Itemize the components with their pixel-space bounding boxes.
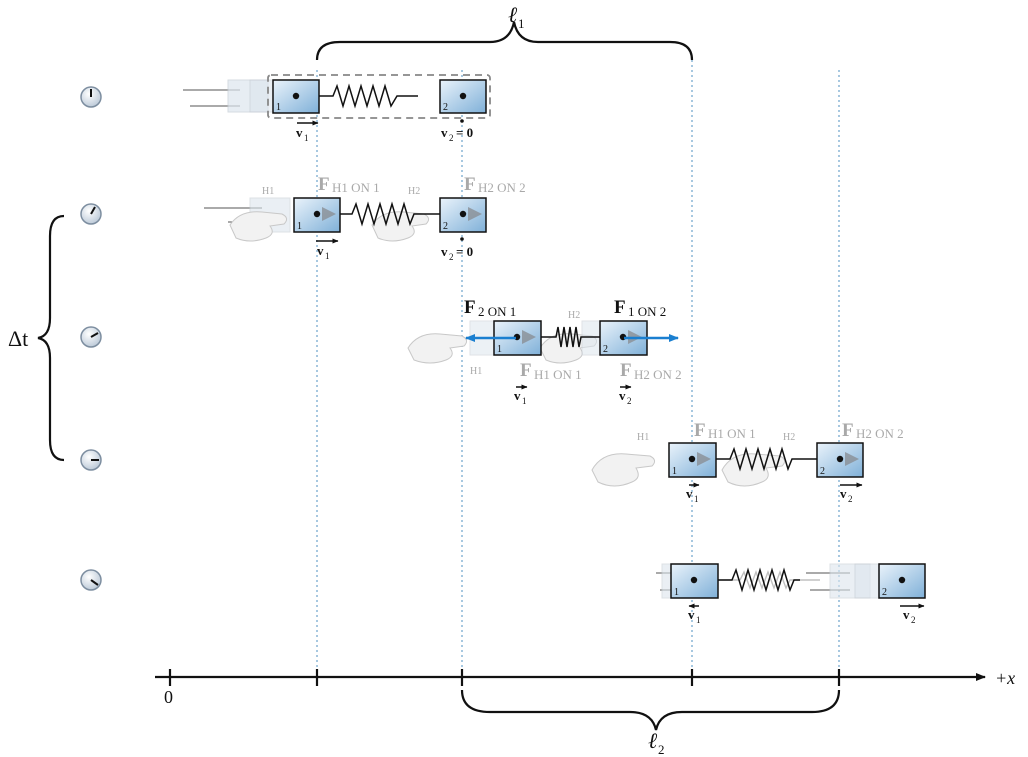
velocity-2-subscript: 2: [449, 252, 454, 262]
velocity-2-label: v: [840, 486, 847, 501]
cart-2: 2: [439, 79, 487, 114]
clocks: [80, 86, 102, 591]
force-h1-letter: F: [694, 420, 706, 441]
hand-icon: [229, 211, 288, 242]
force-h1-letter: F: [520, 360, 532, 381]
velocity-2-label: v: [903, 607, 910, 622]
force-h2-subscript: H2 ON 2: [856, 426, 904, 441]
force-2-on-1-letter: F: [464, 297, 476, 318]
force-h2-subscript: H2 ON 2: [478, 180, 526, 195]
cart-1-number: 1: [674, 587, 679, 598]
length-2-subscript: 2: [658, 742, 665, 757]
length-1-label: ℓ: [508, 2, 518, 27]
axis-origin-label: 0: [164, 687, 173, 707]
hand-icon: [407, 333, 468, 364]
clock-icon: [80, 449, 102, 471]
guide-lines: [316, 60, 840, 672]
spring: [319, 83, 418, 109]
spring: [716, 446, 817, 472]
clock-icon: [80, 86, 102, 108]
velocity-1-label: v: [296, 125, 303, 140]
cart-2-number: 2: [443, 102, 448, 113]
cart-1-number: 1: [672, 466, 677, 477]
force-h2-subscript: H2 ON 2: [634, 367, 682, 382]
clock-icon: [80, 203, 102, 225]
length-1-brace: ℓ 1: [315, 2, 694, 61]
force-h1-subscript: H1 ON 1: [332, 180, 380, 195]
length-2-brace: ℓ 2: [460, 689, 841, 757]
hand-icon: [721, 453, 786, 487]
velocity-1-subscript: 1: [696, 615, 701, 625]
row-4: H1 H2 1 2 F H1 ON 1 F H2 ON 2 v 1 v 2: [591, 420, 904, 504]
velocity-2-subscript: 2: [848, 494, 853, 504]
hand-1-label: H1: [470, 366, 482, 377]
cart-2-number: 2: [820, 466, 825, 477]
clock-icon: [80, 569, 102, 591]
force-h2-letter: F: [620, 360, 632, 381]
velocity-1-label: v: [688, 607, 695, 622]
cart-2: 2: [878, 563, 926, 599]
velocity-1-label: v: [686, 486, 693, 501]
force-1-on-2-letter: F: [614, 297, 626, 318]
row-1: 1 2 v 1 v 2 = 0: [183, 74, 491, 143]
cart-2-number: 2: [882, 587, 887, 598]
cart-2-number: 2: [603, 344, 608, 355]
force-h1-subscript: H1 ON 1: [534, 367, 582, 382]
cart-1: 1: [293, 197, 341, 233]
cart-1-number: 1: [297, 221, 302, 232]
force-h2-letter: F: [842, 420, 854, 441]
hand-2-label: H2: [408, 186, 420, 197]
velocity-1-subscript: 1: [694, 494, 699, 504]
velocity-1-label: v: [317, 243, 324, 258]
force-h1-letter: F: [318, 174, 330, 195]
row-3: H1 H2 1 2 F 2 ON 1 F 1 ON 2 F H1 ON 1 F …: [407, 297, 682, 406]
force-1-on-2-subscript: 1 ON 2: [628, 304, 666, 319]
cart-2-number: 2: [443, 221, 448, 232]
velocity-1-subscript: 1: [304, 133, 309, 143]
cart-1: 1: [670, 563, 719, 599]
row-2: H1 H2 1 2 F H1 ON 1 F H2 ON 2 v 1 v 2 = …: [204, 174, 526, 262]
time-interval-label: Δt: [8, 326, 28, 351]
hand-2-label: H2: [783, 432, 795, 443]
clock-icon: [80, 326, 102, 348]
velocity-1-subscript: 1: [522, 396, 527, 406]
velocity-2-subscript: 2: [449, 133, 454, 143]
velocity-2-zero: = 0: [456, 125, 473, 140]
force-h2-letter: F: [464, 174, 476, 195]
velocity-1-label: v: [514, 388, 521, 403]
velocity-1-subscript: 1: [325, 251, 330, 261]
spring-compressed: [541, 326, 600, 348]
velocity-2-label: v: [441, 125, 448, 140]
hand-1-label: H1: [637, 432, 649, 443]
cart-1: 1: [668, 442, 717, 478]
row-5: 1 2 v 1 v 2: [656, 563, 926, 625]
velocity-2-subscript: 2: [627, 396, 632, 406]
hand-1-label: H1: [262, 186, 274, 197]
cart-1: 1: [272, 79, 320, 114]
cart-1-number: 1: [276, 102, 281, 113]
velocity-2-label: v: [441, 244, 448, 259]
cart-2: 2: [816, 442, 864, 478]
system-boundary: [267, 74, 491, 119]
time-interval-brace: Δt: [8, 214, 65, 462]
velocity-2-label: v: [619, 388, 626, 403]
hand-2-label: H2: [568, 310, 580, 321]
axis-direction-label: +x: [995, 668, 1015, 688]
velocity-2-subscript: 2: [911, 615, 916, 625]
cart-1-number: 1: [497, 344, 502, 355]
hand-icon: [591, 453, 656, 487]
spring: [718, 567, 800, 593]
velocity-2-zero: = 0: [456, 244, 473, 259]
length-1-subscript: 1: [518, 16, 525, 31]
cart-2: 2: [439, 197, 487, 233]
force-2-on-1-subscript: 2 ON 1: [478, 304, 516, 319]
spring: [340, 201, 440, 227]
x-axis: 0 +x: [155, 668, 1015, 707]
force-h1-subscript: H1 ON 1: [708, 426, 756, 441]
length-2-label: ℓ: [648, 728, 658, 753]
